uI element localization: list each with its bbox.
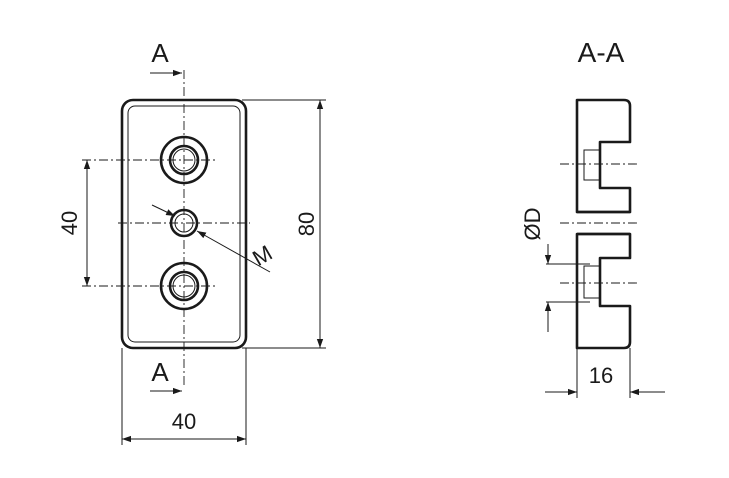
section-view-title: A-A xyxy=(578,37,625,68)
section-marker-top: A xyxy=(151,38,169,68)
bore-diameter-label: ØD xyxy=(520,208,545,241)
width-label: 40 xyxy=(172,409,196,434)
front-view: A A 40 80 40 M xyxy=(57,38,326,445)
section-view: A-A ØD 16 xyxy=(520,37,665,398)
thread-label: M xyxy=(248,240,276,271)
length-label: 80 xyxy=(294,212,319,236)
hole-spacing-label: 40 xyxy=(57,211,82,235)
section-body xyxy=(575,98,632,214)
thread-leader: M xyxy=(151,204,276,273)
section-marker-bottom: A xyxy=(151,357,169,387)
length-dimension: 80 xyxy=(242,99,326,349)
upper-thread-relief xyxy=(583,149,601,181)
section-body-lower xyxy=(575,232,632,350)
width-dimension: 40 xyxy=(121,348,247,445)
hole-spacing-dimension: 40 xyxy=(57,160,91,286)
lower-thread-relief xyxy=(583,265,601,299)
thickness-dimension: 16 xyxy=(545,348,665,398)
thickness-label: 16 xyxy=(589,363,613,388)
bore-diameter-dimension: ØD xyxy=(520,208,590,332)
